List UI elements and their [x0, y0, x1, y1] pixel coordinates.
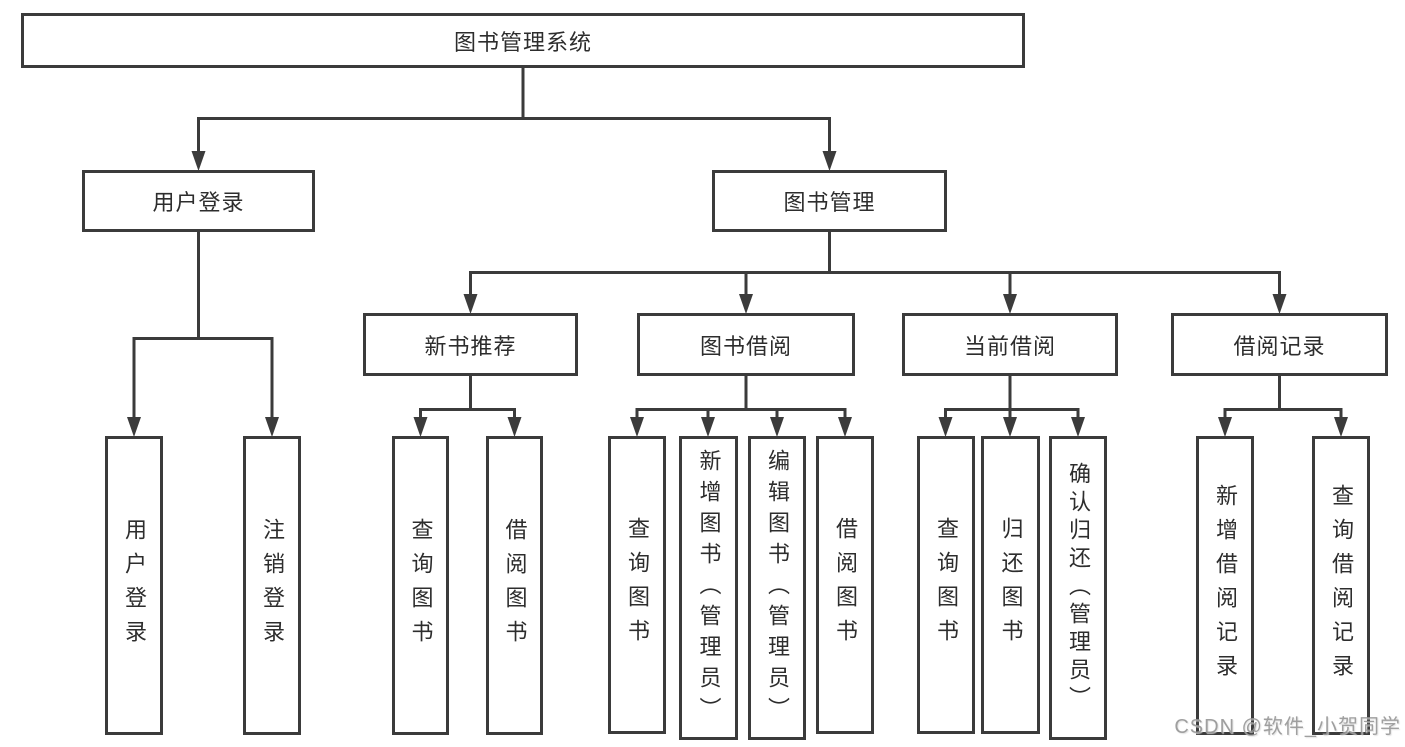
arrow-icon: [1003, 294, 1017, 314]
node-label: 查询图书: [625, 517, 650, 653]
node-label: 注销登录: [260, 517, 285, 654]
node-label: 借阅图书: [502, 517, 528, 654]
node-borrow-borrow-books: 借阅图书: [816, 436, 874, 734]
node-records-add-record: 新增借阅记录: [1196, 436, 1254, 735]
node-recommend-borrow-books: 借阅图书: [486, 436, 543, 735]
node-label: 新增借阅记录: [1213, 483, 1238, 688]
node-user-login: 用户登录: [82, 170, 315, 232]
arrow-icon: [739, 294, 753, 314]
node-user-login-leaf: 用户登录: [105, 436, 163, 735]
node-label: 编辑图书（管理员）: [765, 448, 790, 728]
connector-records-children: [1223, 376, 1343, 421]
node-label: 新增图书（管理员）: [696, 448, 722, 728]
node-borrow-query-books: 查询图书: [608, 436, 666, 734]
connector-recommend-children: [419, 376, 516, 421]
arrow-icon: [770, 417, 784, 437]
arrow-icon: [1334, 417, 1348, 437]
node-label: 当前借阅: [963, 333, 1056, 359]
node-records-query-record: 查询借阅记录: [1312, 436, 1370, 735]
node-label: 查询借阅记录: [1329, 483, 1354, 688]
node-label: 图书管理: [783, 190, 876, 215]
node-borrow-add-books-admin: 新增图书（管理员）: [679, 436, 738, 740]
arrow-icon: [701, 417, 715, 437]
node-label: 图书借阅: [699, 333, 792, 359]
node-borrowing-records: 借阅记录: [1171, 313, 1388, 376]
node-label: 用户登录: [152, 190, 245, 215]
arrow-icon: [265, 417, 279, 437]
arrow-icon: [1218, 417, 1232, 437]
arrow-icon: [630, 417, 644, 437]
node-label: 查询图书: [408, 517, 434, 654]
node-label: 新书推荐: [424, 333, 517, 359]
connector-book-management-children: [469, 232, 1281, 297]
node-label: 归还图书: [998, 517, 1024, 653]
arrow-icon: [822, 151, 837, 171]
node-library-management-system: 图书管理系统: [21, 13, 1025, 68]
arrow-icon: [938, 417, 953, 437]
arrow-icon: [463, 294, 478, 314]
arrowheads: [127, 151, 1348, 437]
node-logout: 注销登录: [243, 436, 301, 735]
node-book-borrowing: 图书借阅: [637, 313, 855, 376]
connector-current-children: [944, 376, 1080, 421]
node-label: 查询图书: [934, 517, 959, 653]
arrow-icon: [127, 417, 141, 437]
arrow-icon: [413, 417, 428, 437]
node-current-return-books: 归还图书: [981, 436, 1040, 734]
node-borrow-edit-books-admin: 编辑图书（管理员）: [748, 436, 806, 740]
connector-user-login-children: [132, 232, 274, 420]
arrow-icon: [1071, 417, 1085, 437]
arrow-icon: [191, 151, 206, 171]
node-new-book-recommendation: 新书推荐: [363, 313, 578, 376]
csdn-watermark: CSDN @软件_小贺同学: [1174, 716, 1401, 738]
arrow-icon: [1272, 294, 1287, 314]
node-recommend-query-books: 查询图书: [392, 436, 449, 735]
arrow-icon: [507, 417, 522, 437]
node-label: 用户登录: [122, 517, 147, 654]
arrow-icon: [838, 417, 852, 437]
node-current-confirm-return-admin: 确认归还（管理员）: [1049, 436, 1107, 740]
node-label: 借阅图书: [833, 517, 858, 653]
node-label: 借阅记录: [1233, 333, 1326, 359]
node-label: 确认归还（管理员）: [1066, 462, 1091, 714]
node-current-query-books: 查询图书: [917, 436, 975, 734]
node-label: 图书管理系统: [453, 29, 592, 55]
connector-borrow-children: [635, 376, 847, 421]
node-current-borrowing: 当前借阅: [902, 313, 1118, 376]
connector-root-to-level2: [197, 68, 831, 155]
arrow-icon: [1003, 417, 1017, 437]
node-book-management: 图书管理: [712, 170, 947, 232]
